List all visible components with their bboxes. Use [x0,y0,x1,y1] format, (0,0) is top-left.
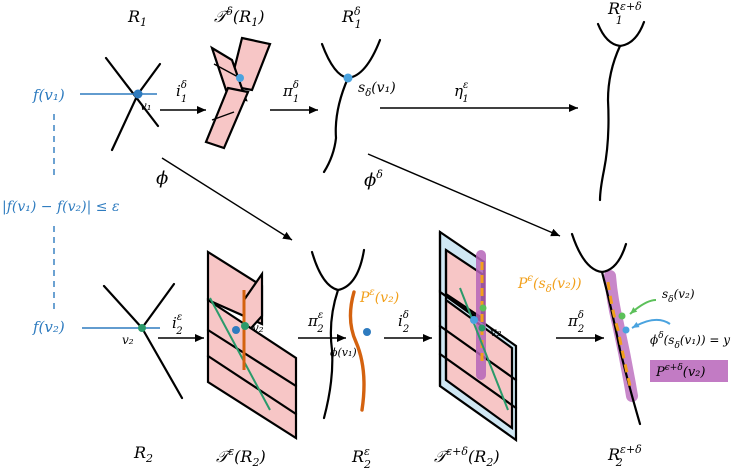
label-R2: R2 [133,443,153,465]
graph-R2-eps [310,248,371,420]
label-T-R2-eps-delta: 𝒯ε+δ(R2) [434,445,500,469]
label-s-v2: sδ(v₂) [662,287,695,305]
label-v2-T: v₂ [252,321,264,335]
label-v1: v₁ [140,99,152,113]
graph-R1-eps-delta [596,20,646,202]
label-phi-v1: ϕ(v₁) [330,346,357,359]
label-phi: ϕ [156,168,168,189]
arrow-phi-s [631,318,671,329]
label-P-eps-s: Pϵ(sδ(v₂)) [517,273,582,295]
label-inequality: |f(v₁) − f(v₂)| ≤ ε [2,199,119,215]
label-R1: R1 [127,7,147,29]
label-f-v1: f(v₁) [32,86,65,104]
graph-R2-eps-delta [570,232,642,426]
arrow-s-v2 [629,299,657,315]
arrow-phi [161,157,293,241]
graph-R2 [82,282,184,400]
label-P-eps-delta: Pϵ+δ(v₂) [655,363,705,380]
label-phi-s-v1: ϕδ(sδ(v₁)) = y [650,331,730,351]
label-P-eps-v2: Pε(v₂) [359,287,399,306]
thickened-R2-eps [206,250,298,441]
arrow-phi-delta [367,153,561,237]
label-phi-delta: ϕδ [364,168,383,191]
label-f-v2: f(v₂) [32,318,65,336]
thickened-R1 [204,36,272,150]
label-v2-R2: v₂ [122,333,134,347]
graph-R1-delta [320,38,382,174]
label-T-R2: 𝒯ε(R2) [216,445,266,469]
graph-R1 [80,56,162,152]
box-P-eps-delta [650,360,728,382]
label-T-R1: 𝒯δ(R1) [214,5,264,29]
label-v2-T-eps-delta: v₂ [490,325,502,339]
thickened-R2-eps-delta [438,229,518,443]
label-s-v1: sδ(v₁) [358,80,396,99]
